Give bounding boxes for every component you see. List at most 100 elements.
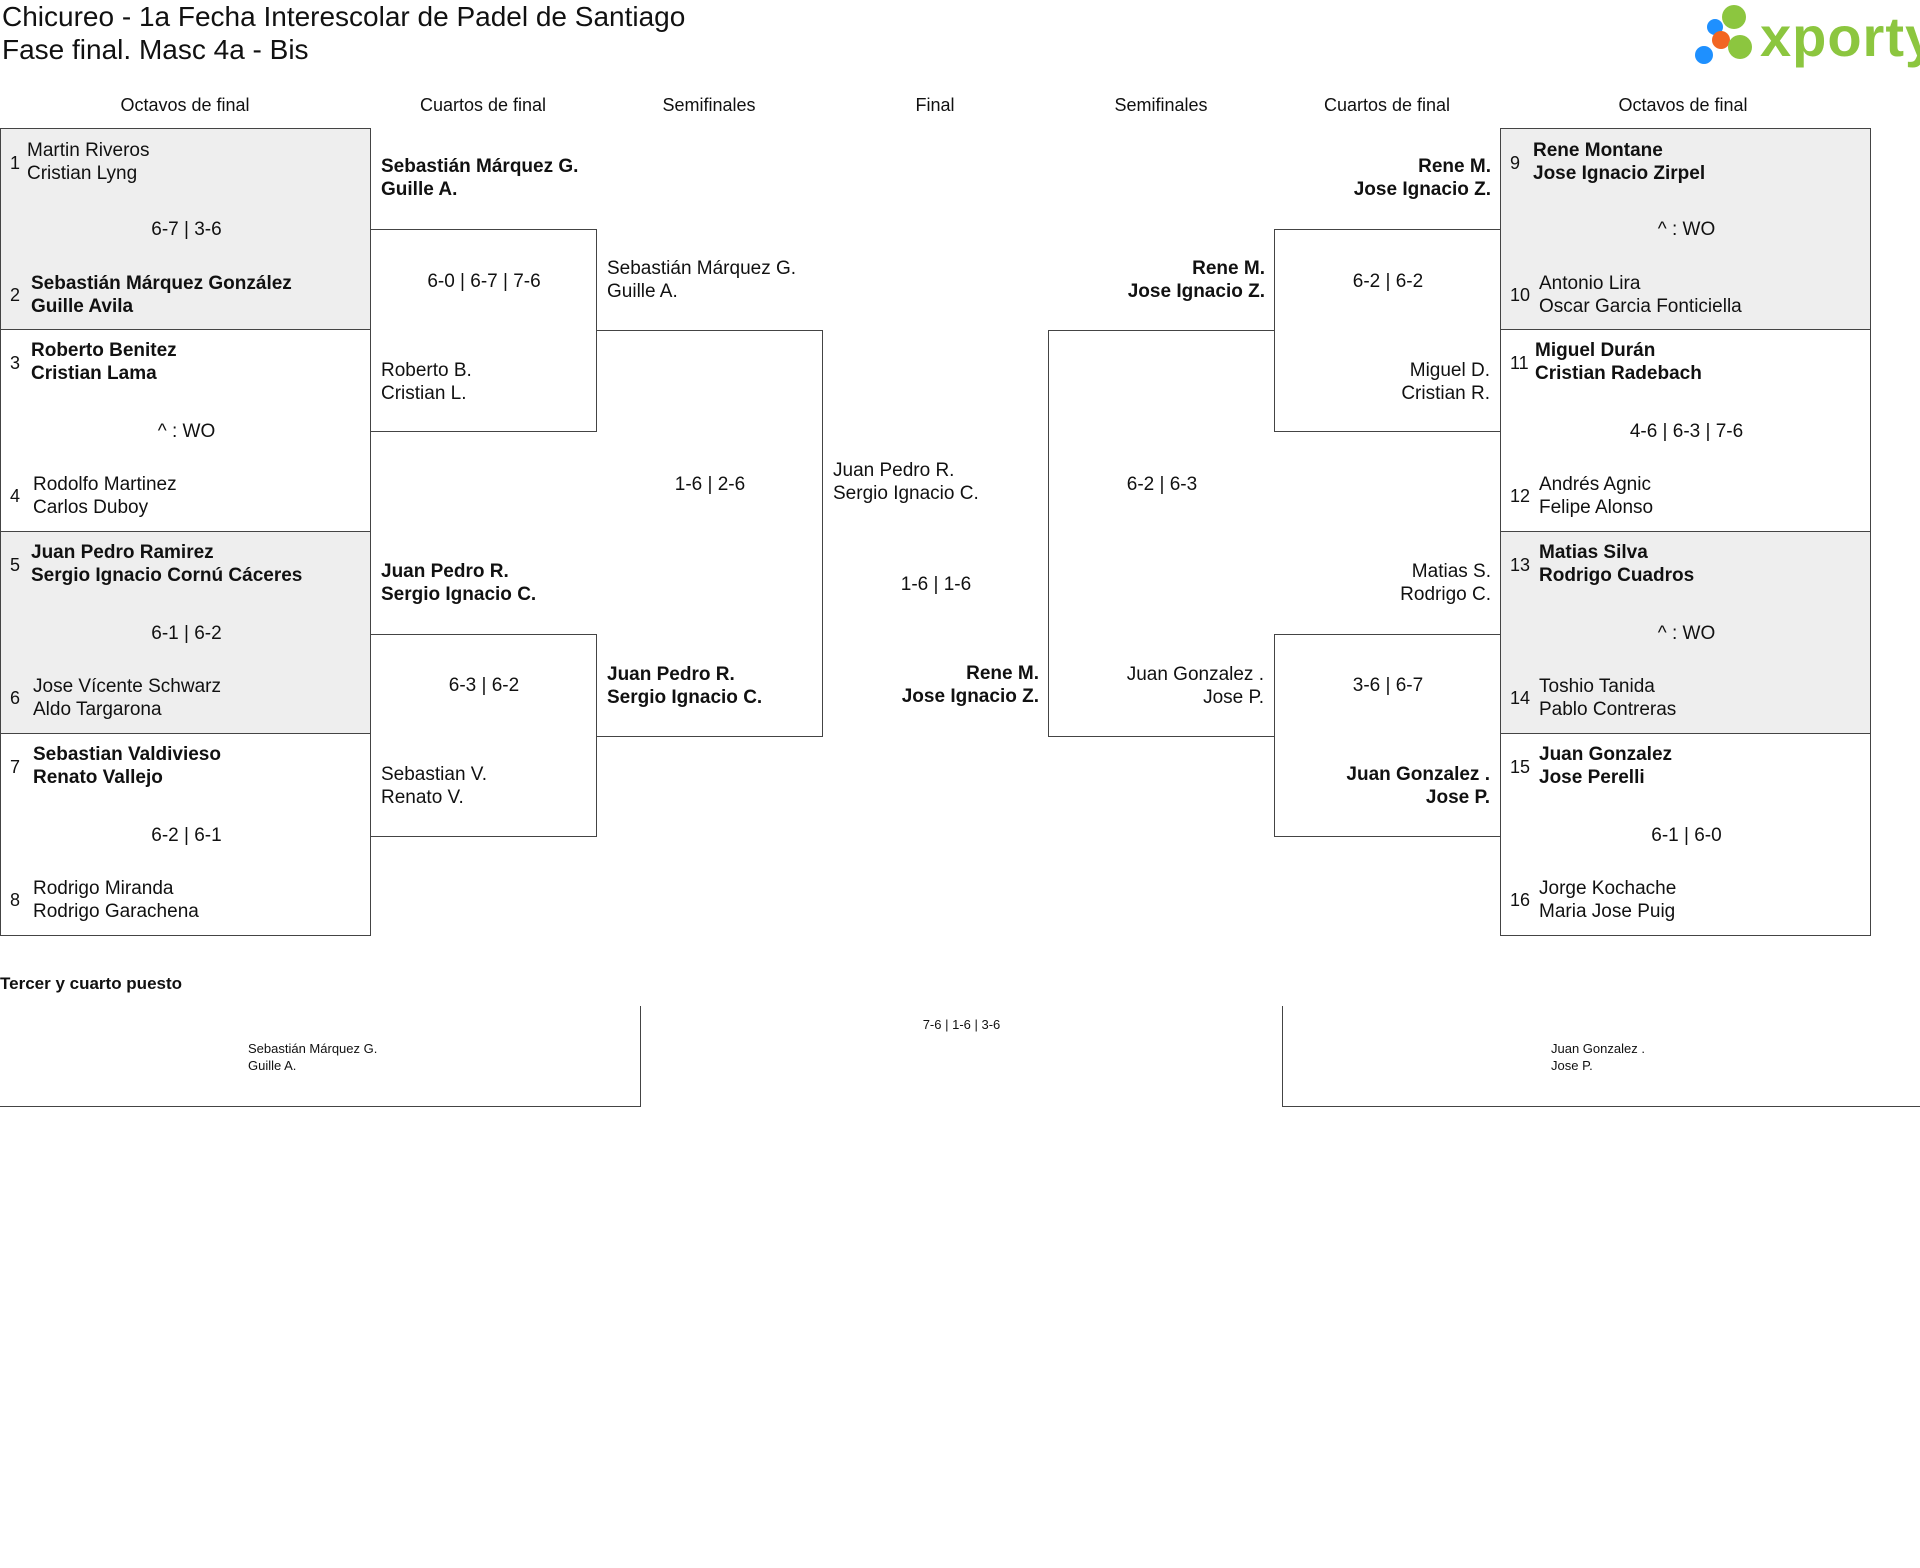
player-name: Antonio Lira xyxy=(1539,273,1641,294)
third-place-score: 7-6 | 1-6 | 3-6 xyxy=(922,1017,1001,1032)
left-sf-bracket: 1-6 | 2-6 Juan Pedro R.Sergio Ignacio C. xyxy=(597,330,823,737)
left-qf-2-bracket: 6-3 | 6-2 Sebastian V.Renato V. xyxy=(371,634,597,837)
player-name: Guille A. xyxy=(248,1058,297,1073)
player-name: Guille A. xyxy=(607,281,678,302)
seed-number: 16 xyxy=(1510,890,1531,910)
player-name: Sergio Ignacio C. xyxy=(833,483,979,504)
player-name: Sergio Ignacio Cornú Cáceres xyxy=(31,565,303,586)
right-sf-team-a[interactable]: Rene M.Jose Ignacio Z. xyxy=(1128,257,1265,303)
final-team-b[interactable]: Rene M.Jose Ignacio Z. xyxy=(902,662,1039,708)
player-name: Cristian Radebach xyxy=(1535,363,1702,384)
player-name: Rodrigo Cuadros xyxy=(1539,565,1695,586)
player-name: Jose Ignacio Zirpel xyxy=(1533,163,1706,184)
right-qf-1-bracket: 6-2 | 6-2 Miguel D.Cristian R. xyxy=(1274,229,1500,432)
left-sf-team-b[interactable]: Juan Pedro R.Sergio Ignacio C. xyxy=(607,663,762,709)
player-name: Juan Gonzalez xyxy=(1539,744,1673,765)
player-name: Juan Gonzalez . xyxy=(1551,1041,1645,1056)
seed-number: 7 xyxy=(10,757,21,777)
seed-number: 1 xyxy=(10,153,21,173)
player-name: Roberto Benitez xyxy=(31,340,177,361)
player-name: Renato Vallejo xyxy=(33,767,163,788)
left-qf-2-team-b[interactable]: Sebastian V.Renato V. xyxy=(381,763,487,809)
player-name: Carlos Duboy xyxy=(33,497,149,518)
right-qf-2-team-a[interactable]: Matias S.Rodrigo C. xyxy=(1400,560,1491,606)
final-team-a[interactable]: Juan Pedro R.Sergio Ignacio C. xyxy=(833,459,979,505)
match-score: 1-6 | 2-6 xyxy=(674,474,746,495)
right-sf-team-b[interactable]: Juan Gonzalez .Jose P. xyxy=(1127,663,1264,709)
player-name: Sebastian V. xyxy=(381,764,487,785)
right-qf-2-team-b[interactable]: Juan Gonzalez .Jose P. xyxy=(1346,763,1490,809)
match-score: 6-2 | 6-1 xyxy=(151,825,222,846)
right-qf-1-team-b[interactable]: Miguel D.Cristian R. xyxy=(1401,359,1490,405)
player-name: Sebastián Márquez G. xyxy=(381,156,579,177)
player-name: Sergio Ignacio C. xyxy=(381,584,537,605)
player-name: Cristian L. xyxy=(381,383,467,404)
right-qf-1-team-a[interactable]: Rene M.Jose Ignacio Z. xyxy=(1354,155,1491,201)
player-name: Pablo Contreras xyxy=(1539,699,1677,720)
match-score: 3-6 | 6-7 xyxy=(1352,675,1424,696)
match-score: 6-0 | 6-7 | 7-6 xyxy=(427,271,541,292)
seed-number: 2 xyxy=(10,285,21,305)
header-right-qf: Cuartos de final xyxy=(1323,95,1451,115)
xporty-logo[interactable] xyxy=(1690,0,1920,70)
left-qf-2-team-a[interactable]: Juan Pedro R.Sergio Ignacio C. xyxy=(381,560,536,606)
right-sf-bracket: 6-2 | 6-3 Juan Gonzalez .Jose P. xyxy=(1048,330,1274,737)
player-name: Jose Vícente Schwarz xyxy=(33,676,221,697)
right-qf-2-bracket: 3-6 | 6-7 Juan Gonzalez .Jose P. xyxy=(1274,634,1500,837)
player-name: Oscar Garcia Fonticiella xyxy=(1539,296,1742,317)
left-qf-1-team-b[interactable]: Roberto B.Cristian L. xyxy=(381,359,472,405)
player-name: Rodrigo Garachena xyxy=(33,901,199,922)
header-right-sf: Semifinales xyxy=(1114,95,1208,115)
match-score: 4-6 | 6-3 | 7-6 xyxy=(1629,421,1744,442)
left-qf-1-bracket: 6-0 | 6-7 | 7-6 Roberto B.Cristian L. xyxy=(371,229,597,432)
left-sf-team-a[interactable]: Sebastián Márquez G.Guille A. xyxy=(607,257,796,303)
seed-number: 10 xyxy=(1510,285,1531,305)
third-place-team-a[interactable]: Sebastián Márquez G.Guille A. xyxy=(248,1040,377,1074)
match-score: ^ : WO xyxy=(1657,623,1716,644)
seed-number: 8 xyxy=(10,890,21,910)
player-name: Jose Ignacio Z. xyxy=(1127,281,1265,302)
player-name: Juan Gonzalez . xyxy=(1346,764,1490,785)
player-name: Rodolfo Martinez xyxy=(33,474,177,495)
player-name: Rene Montane xyxy=(1533,140,1663,161)
player-name: Guille Avila xyxy=(31,296,134,317)
player-name: Aldo Targarona xyxy=(33,699,162,720)
left-qf-1-team-a[interactable]: Sebastián Márquez G.Guille A. xyxy=(381,155,578,201)
page-subtitle: Fase final. Masc 4a - Bis xyxy=(2,34,309,65)
player-name: Cristian R. xyxy=(1401,383,1490,404)
header-left-sf: Semifinales xyxy=(662,95,756,115)
match-score: 6-2 | 6-2 xyxy=(1352,271,1424,292)
header-final: Final xyxy=(915,95,955,115)
third-place-label: Tercer y cuarto puesto xyxy=(0,974,183,993)
player-name: Sebastián Márquez G. xyxy=(607,258,797,279)
third-place-left-bracket: Sebastián Márquez G.Guille A. xyxy=(0,1006,641,1107)
player-name: Juan Pedro R. xyxy=(833,460,955,481)
player-name: Andrés Agnic xyxy=(1539,474,1651,495)
player-name: Roberto B. xyxy=(381,360,472,381)
player-name: Renato V. xyxy=(381,787,464,808)
player-name: Matias Silva xyxy=(1539,542,1648,563)
seed-number: 5 xyxy=(10,555,21,575)
third-place-team-b[interactable]: Juan Gonzalez .Jose P. xyxy=(1551,1040,1645,1074)
